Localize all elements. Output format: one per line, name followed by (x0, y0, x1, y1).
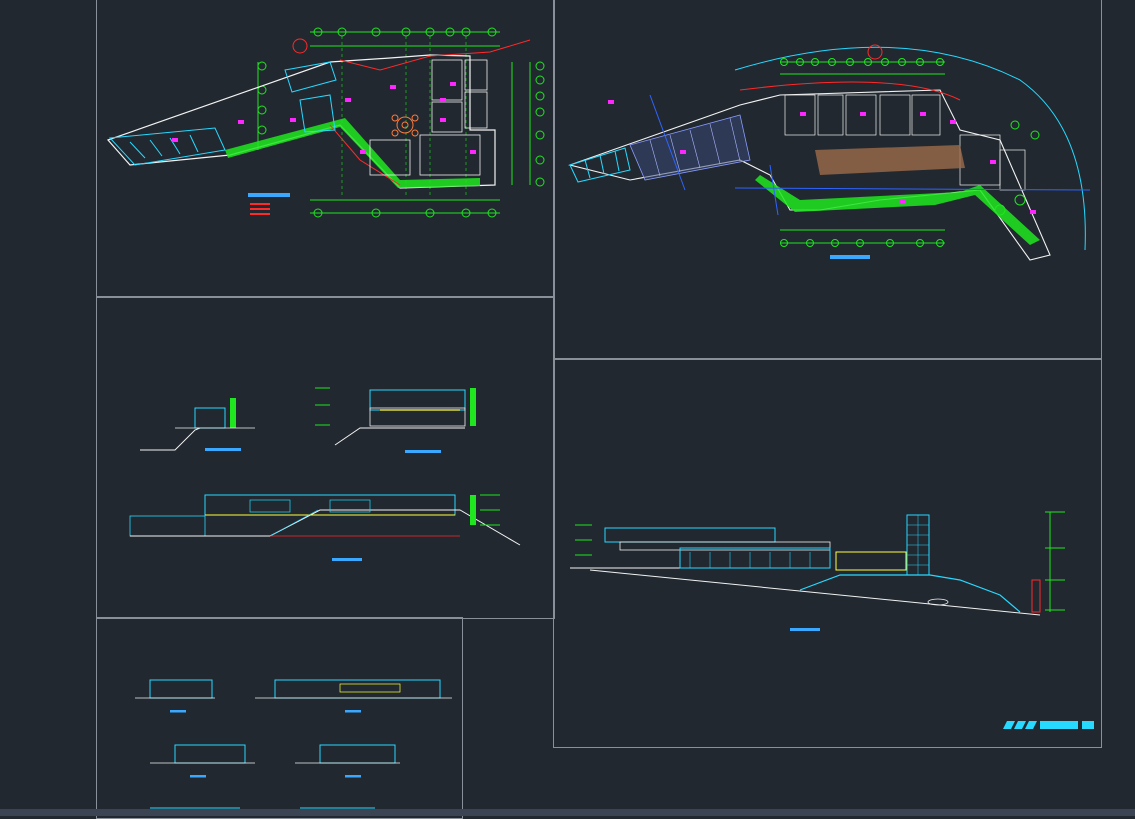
drawing-title (248, 193, 290, 197)
section-3 (129, 494, 521, 561)
sheet-frame-top-left (96, 0, 555, 298)
ground-line (589, 569, 1041, 616)
axis-lines (649, 94, 1091, 216)
grid-bubbles (780, 58, 944, 247)
sheet-frame-middle-left (96, 296, 555, 619)
drawing-title (205, 448, 241, 451)
glass-mullions (649, 117, 741, 177)
status-bar (0, 809, 1135, 816)
drawing-title (790, 628, 820, 631)
elevation-small-1 (135, 679, 215, 713)
plaza-pattern (391, 114, 419, 137)
grid-bubbles-top (257, 27, 545, 218)
interior-rooms (369, 59, 488, 176)
ramp-stair (108, 61, 337, 166)
property-line (339, 39, 531, 71)
sheet-frame-top-right (553, 0, 1102, 360)
property-line (739, 81, 961, 101)
site-boundary-arc (734, 46, 1086, 251)
stair-ramp (799, 574, 1021, 613)
trees (994, 120, 1040, 216)
drawing-notes (250, 203, 270, 205)
car-icon (927, 598, 949, 606)
section-1 (140, 398, 255, 451)
sheet-frame-bottom-right (553, 358, 1102, 748)
dimension-lines (780, 61, 945, 244)
drawing-title (830, 255, 870, 259)
ramp-stair (569, 147, 631, 183)
drawing-title (332, 558, 362, 561)
terrace (815, 145, 965, 175)
elevation-small-2 (255, 679, 452, 713)
planting-band (755, 175, 1040, 245)
room-tags (608, 100, 1036, 214)
drawing-title (405, 450, 441, 453)
dimension-lines-top (257, 31, 531, 214)
title-block-bar (1003, 721, 1094, 729)
north-arrow-icon (292, 38, 308, 54)
room-tags (172, 82, 476, 154)
elevation-small-3 (150, 744, 255, 778)
planting-band (225, 118, 480, 188)
north-arrow-icon (867, 44, 883, 60)
section-2 (315, 387, 476, 453)
elevation-small-4 (295, 744, 400, 778)
